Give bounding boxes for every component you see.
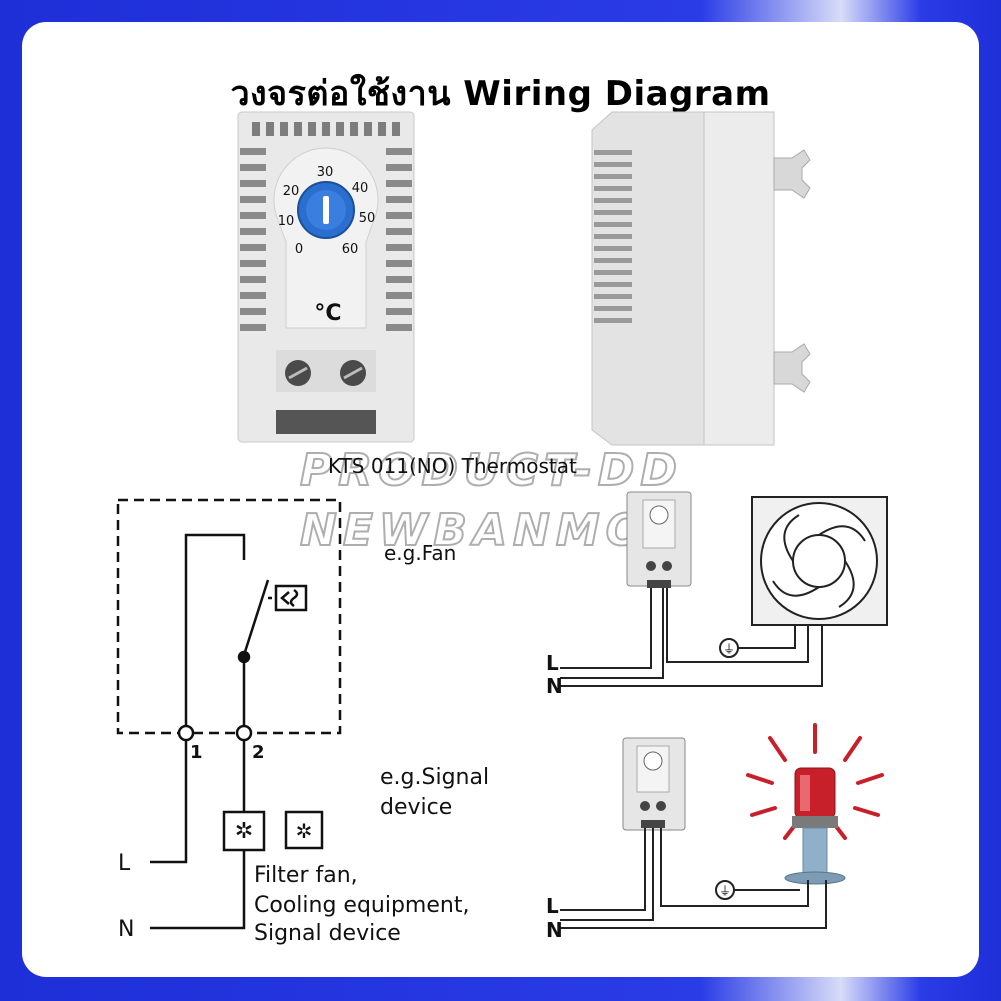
dial-mark-60: 60 <box>342 242 359 257</box>
thermostat-front-photo <box>237 111 415 443</box>
fan-icon: ✲ <box>235 819 253 844</box>
ground-icon <box>715 880 735 900</box>
watermark-line-1: PRODUCT-DD <box>300 445 683 496</box>
terminal-2-label: 2 <box>252 742 265 763</box>
signal-N-label: N <box>546 918 563 942</box>
example-fan: ⏚ <box>560 491 888 687</box>
thermostat-model-label: KTS 011(NO) Thermostat <box>328 454 577 478</box>
switch-contact <box>242 579 270 656</box>
line-N-wire <box>150 850 246 930</box>
fan-N-label: N <box>546 674 563 698</box>
dial-mark-0: 0 <box>295 242 303 257</box>
fan-L-label: L <box>546 651 559 675</box>
example-signal-label-2: device <box>380 795 452 820</box>
terminal-1-label: 1 <box>190 742 203 763</box>
load-text-line-1: Filter fan, <box>254 863 358 888</box>
svg-text:⏚: ⏚ <box>723 642 735 656</box>
thermostat-dashed-box <box>116 498 342 735</box>
thermostat-side-photo <box>591 111 811 446</box>
load-text-line-2: Cooling equipment, <box>254 893 469 918</box>
schematic-L-label: L <box>118 851 131 876</box>
schematic-N-label: N <box>118 917 134 942</box>
wire-terminal-1 <box>184 533 246 733</box>
temperature-unit: °C <box>314 301 341 326</box>
fan-icon-small: ✲ <box>296 819 313 843</box>
terminal-1 <box>177 724 195 742</box>
svg-text:⏚: ⏚ <box>719 884 731 898</box>
ground-icon <box>719 638 739 658</box>
terminal-2 <box>235 724 253 742</box>
dial-mark-40: 40 <box>352 181 369 196</box>
fan-symbol-box-small <box>284 810 324 850</box>
dial-mark-20: 20 <box>283 184 300 199</box>
page-title: วงจรต่อใช้งาน Wiring Diagram <box>230 74 771 114</box>
dial-mark-50: 50 <box>359 211 376 226</box>
example-signal-device: ⏚ <box>560 723 884 929</box>
line-L-wire <box>150 740 188 864</box>
example-fan-label: e.g.Fan <box>384 541 456 565</box>
dial-mark-10: 10 <box>278 214 295 229</box>
dial-scale: 0 10 20 30 40 50 60 <box>278 165 376 257</box>
watermark-line-2: NEWBANMOH <box>300 505 692 556</box>
example-signal-label-1: e.g.Signal <box>380 765 489 790</box>
load-text-line-3: Signal device <box>254 921 401 946</box>
thermal-element-symbol <box>274 584 308 612</box>
schematic <box>116 498 342 930</box>
signal-L-label: L <box>546 894 559 918</box>
dial-mark-30: 30 <box>317 165 334 180</box>
